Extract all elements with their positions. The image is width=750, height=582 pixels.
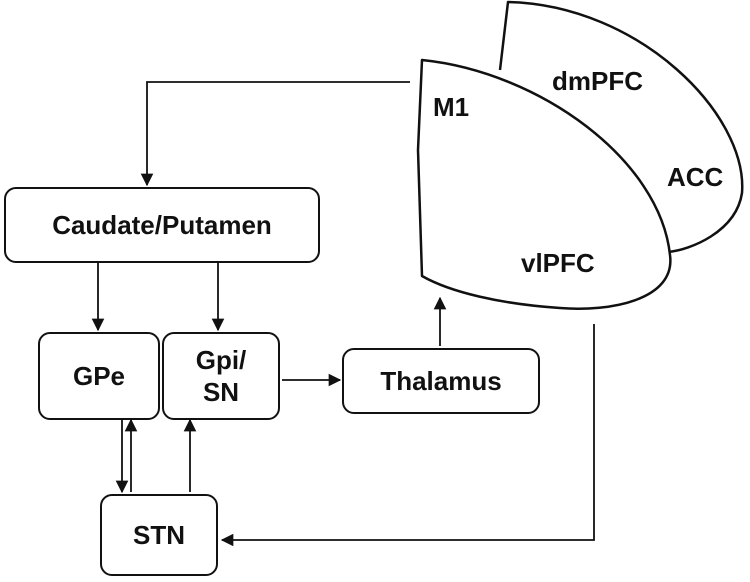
node-thalamus-label: Thalamus — [380, 365, 502, 396]
node-thalamus: Thalamus — [342, 348, 540, 414]
node-gpi-sn: Gpi/ SN — [162, 332, 280, 420]
node-caudate-putamen-label: Caudate/Putamen — [52, 209, 272, 240]
node-gpi-label-line1: Gpi/ — [195, 344, 247, 375]
node-caudate-putamen: Caudate/Putamen — [4, 187, 320, 263]
label-acc: ACC — [667, 162, 724, 192]
cortex-lobe-front — [416, 58, 672, 310]
node-gpe-label: GPe — [72, 360, 126, 391]
cortex-lobe-back — [498, 0, 744, 254]
node-gpe: GPe — [38, 332, 160, 420]
label-vlpfc: vlPFC — [521, 248, 595, 278]
edge-cortex-to-stn — [220, 324, 595, 547]
node-stn-label: STN — [133, 519, 185, 550]
label-m1: M1 — [433, 92, 470, 122]
node-stn: STN — [100, 494, 218, 576]
node-gpi-label-line2: SN — [202, 377, 240, 407]
edge-cortex-to-caudate — [140, 81, 410, 187]
node-gpi-sn-text: Gpi/ SN — [196, 344, 247, 409]
label-dmpfc: dmPFC — [552, 66, 643, 96]
